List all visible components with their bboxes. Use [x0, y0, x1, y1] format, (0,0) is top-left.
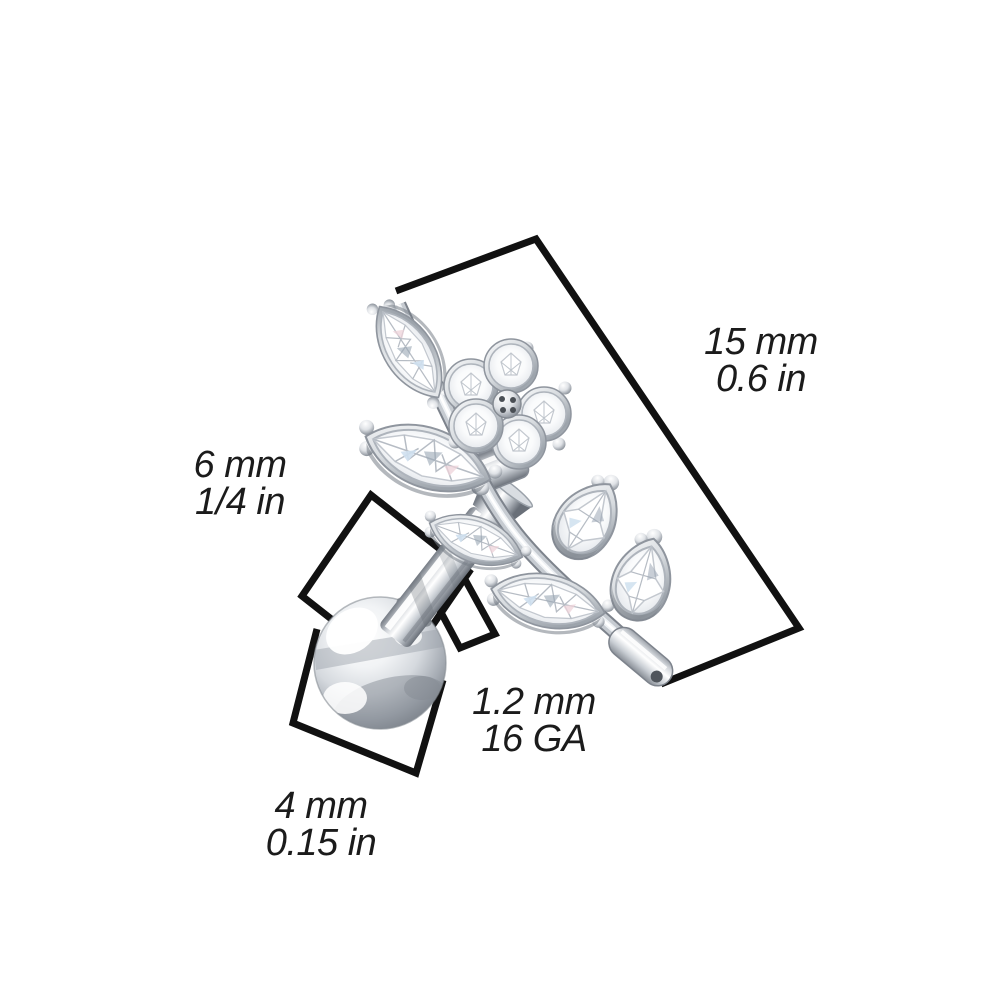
flower-cluster — [443, 338, 572, 470]
dimension-value-metric: 15 mm — [704, 321, 818, 363]
dimension-value-imperial: 16 GA — [481, 718, 587, 760]
dimension-value-metric: 4 mm — [274, 785, 369, 827]
dimension-value-imperial: 0.6 in — [716, 358, 806, 400]
pear-gem — [601, 520, 686, 630]
dimension-value-metric: 1.2 mm — [472, 681, 596, 723]
measurement-bracket-4mm — [288, 628, 447, 778]
dimension-label-ball: 4 mm 0.15 in — [191, 785, 451, 864]
dimension-value-metric: 6 mm — [193, 444, 288, 486]
vine-end-cap — [608, 626, 674, 687]
jewelry-illustration — [313, 283, 686, 730]
dimension-label-length: 15 mm 0.6 in — [631, 321, 891, 400]
measurement-bracket-15mm — [394, 234, 805, 688]
dimension-value-imperial: 1/4 in — [195, 481, 285, 523]
dimension-label-post: 6 mm 1/4 in — [110, 444, 370, 523]
dimension-label-gauge: 1.2 mm 16 GA — [404, 681, 664, 760]
dimension-value-imperial: 0.15 in — [265, 822, 377, 864]
